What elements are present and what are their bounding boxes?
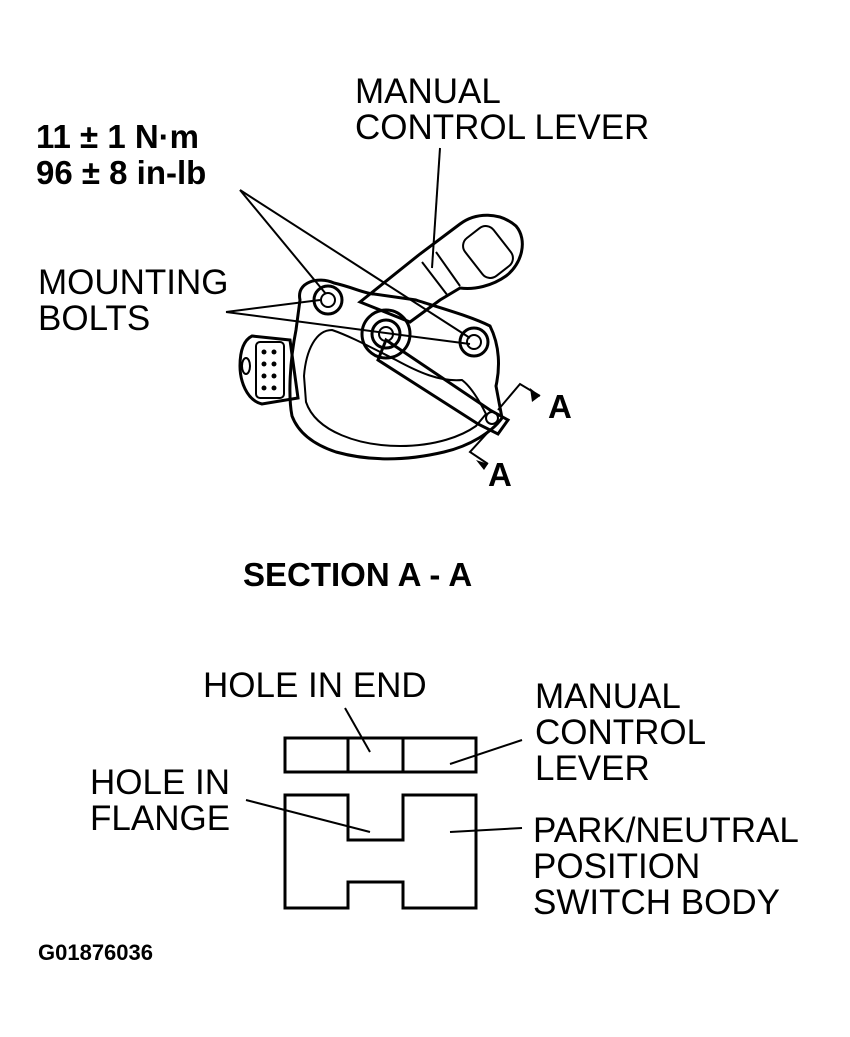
section-lever-label-2: CONTROL xyxy=(535,713,706,752)
switch-body-outline xyxy=(288,278,504,461)
torque-spec-imperial: 96 ± 8 in-lb xyxy=(36,154,206,191)
lever-pivot-nut xyxy=(360,308,412,360)
section-cut-markers xyxy=(468,382,541,470)
hole-in-flange-label-1: HOLE IN xyxy=(90,763,230,802)
manual-control-lever-label-2: CONTROL LEVER xyxy=(355,108,649,147)
mounting-bolt-right xyxy=(458,326,490,358)
section-view xyxy=(283,736,478,910)
manual-control-lever-label-1: MANUAL xyxy=(355,72,501,111)
section-lever-label-1: MANUAL xyxy=(535,677,681,716)
hole-in-flange-label-2: FLANGE xyxy=(90,799,230,838)
hole-in-end-label: HOLE IN END xyxy=(203,666,427,705)
switch-body-label-3: SWITCH BODY xyxy=(533,883,780,922)
figure-id: G01876036 xyxy=(38,940,153,965)
switch-body-inner-arc xyxy=(302,328,488,448)
electrical-connector xyxy=(238,334,300,406)
top-leader-lines xyxy=(225,147,471,345)
section-title: SECTION A - A xyxy=(243,556,472,593)
section-lever-label-3: LEVER xyxy=(535,749,650,788)
manual-control-lever xyxy=(357,213,524,436)
section-leader-lines xyxy=(245,707,523,833)
section-mark-upper: A xyxy=(548,388,572,425)
section-lever-plate xyxy=(283,736,478,774)
mounting-bolts-label-1: MOUNTING xyxy=(38,263,229,302)
switch-assembly-illustration xyxy=(238,213,524,461)
mounting-bolts-label-2: BOLTS xyxy=(38,299,150,338)
switch-body-label-2: POSITION xyxy=(533,847,700,886)
torque-spec-metric: 11 ± 1 N·m xyxy=(36,118,199,155)
section-mark-lower: A xyxy=(488,456,512,493)
switch-body-label-1: PARK/NEUTRAL xyxy=(533,811,799,850)
